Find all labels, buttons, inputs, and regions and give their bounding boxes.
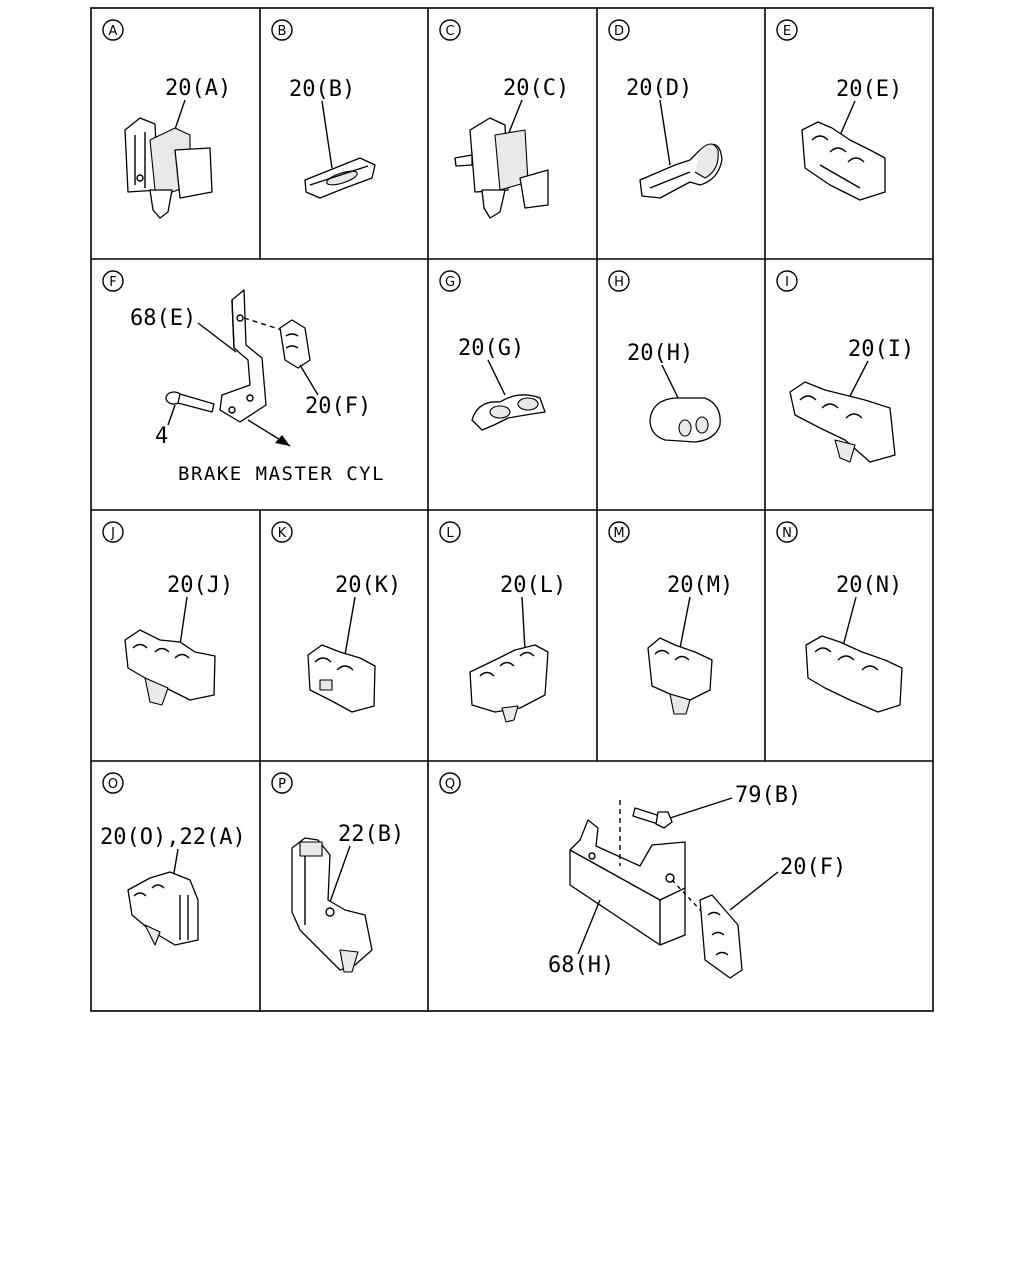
clip-part-icon <box>469 644 549 723</box>
part-label-bolt: 4 <box>155 424 168 449</box>
clip-part-icon <box>801 121 886 201</box>
part-label: 20(L) <box>500 573 566 598</box>
panel-letter: L <box>446 526 454 541</box>
part-label: 20(O),22(A) <box>100 825 246 850</box>
panel-n: N 20(N) <box>776 521 903 713</box>
arrow-head-icon <box>275 435 290 446</box>
panel-e: E 20(E) <box>776 19 902 201</box>
part-label: 20(M) <box>667 573 733 598</box>
part-label: 20(B) <box>289 77 355 102</box>
clip-part-icon <box>124 629 216 706</box>
panel-p: P 22(B) <box>271 772 404 973</box>
part-label: 20(N) <box>836 573 902 598</box>
part-label: 22(B) <box>338 822 404 847</box>
panel-letter: K <box>278 526 287 541</box>
clip-part-icon <box>307 644 376 713</box>
clip-part-icon <box>649 397 721 443</box>
panel-letter: H <box>614 275 624 290</box>
direction-note: BRAKE MASTER CYL <box>178 463 385 485</box>
panel-letter: C <box>445 24 454 39</box>
panel-letter-circle <box>439 270 461 292</box>
part-label-bracket: 68(H) <box>548 953 614 978</box>
panel-letter: O <box>108 777 118 792</box>
panel-letter: B <box>278 24 287 39</box>
clip-part-icon <box>639 143 723 199</box>
panel-j: J 20(J) <box>102 521 233 706</box>
panel-i: I 20(I) <box>776 270 914 463</box>
part-label-clip: 20(F) <box>780 855 846 880</box>
bolt-icon <box>632 807 673 829</box>
panel-grid <box>90 7 934 1012</box>
panel-b: B 20(B) <box>271 19 376 199</box>
panel-letter: A <box>109 24 118 39</box>
panel-q: Q 79(B) 20(F) 68(H) <box>439 772 846 979</box>
clip-part-icon <box>789 381 896 463</box>
panel-letter-circle <box>439 521 461 543</box>
panel-f: F 68(E) 20(F) 4 BRAKE MASTER CYL <box>102 270 385 485</box>
part-label-bracket: 68(E) <box>130 306 196 331</box>
panel-letter-circle <box>271 521 293 543</box>
panel-letter-circle <box>608 270 630 292</box>
part-label: 20(G) <box>458 336 524 361</box>
panel-letter-circle <box>271 19 293 41</box>
clip-part-icon <box>124 117 213 219</box>
part-label-bolt: 79(B) <box>735 783 801 808</box>
panel-m: M 20(M) <box>608 521 733 715</box>
panel-letter-circle <box>102 19 124 41</box>
clip-part-icon <box>805 635 903 713</box>
panel-h: H 20(H) <box>608 270 721 443</box>
clip-part-icon <box>127 871 199 946</box>
clip-part-icon <box>471 394 546 431</box>
panel-o: O 20(O),22(A) <box>100 772 246 946</box>
clip-part-icon <box>454 117 549 219</box>
panel-letter-circle <box>102 772 124 794</box>
part-label: 20(K) <box>335 573 401 598</box>
clip-part-icon <box>279 319 311 369</box>
panel-letter-circle <box>439 772 461 794</box>
panel-letter-circle <box>776 19 798 41</box>
panel-letter: G <box>445 275 455 290</box>
part-label: 20(D) <box>626 76 692 101</box>
panel-c: C 20(C) <box>439 19 569 219</box>
part-label: 20(I) <box>848 337 914 362</box>
panel-letter-circle <box>608 19 630 41</box>
panel-letter: I <box>785 275 789 290</box>
panel-letter-circle <box>608 521 630 543</box>
panel-a: A 20(A) <box>102 19 231 219</box>
panel-letter-circle <box>271 772 293 794</box>
panel-letter: J <box>110 526 115 541</box>
clip-part-icon <box>699 894 743 979</box>
clip-part-icon <box>291 837 373 973</box>
panel-letter-circle <box>776 521 798 543</box>
part-label: 20(A) <box>165 76 231 101</box>
part-label: 20(H) <box>627 341 693 366</box>
clip-part-icon <box>304 157 376 199</box>
panel-letter: F <box>109 275 116 290</box>
panel-k: K 20(K) <box>271 521 401 713</box>
panel-letter: P <box>278 777 286 792</box>
panel-letter: M <box>613 526 624 541</box>
panel-letter-circle <box>102 270 124 292</box>
part-label-clip: 20(F) <box>305 394 371 419</box>
panel-letter-circle <box>439 19 461 41</box>
panel-letter: N <box>782 526 792 541</box>
part-label: 20(J) <box>167 573 233 598</box>
bolt-icon <box>165 391 215 413</box>
panel-letter-circle <box>102 521 124 543</box>
panel-letter: D <box>614 24 624 39</box>
panel-g: G 20(G) <box>439 270 546 431</box>
panel-letter-circle <box>776 270 798 292</box>
clip-part-icon <box>647 637 713 715</box>
panel-d: D 20(D) <box>608 19 723 199</box>
panel-l: L 20(L) <box>439 521 566 723</box>
part-label: 20(E) <box>836 77 902 102</box>
panel-letter: Q <box>445 777 455 792</box>
panel-letter: E <box>783 24 791 39</box>
bracket-part-icon <box>569 819 686 946</box>
bracket-part-icon <box>219 289 267 423</box>
part-label: 20(C) <box>503 76 569 101</box>
